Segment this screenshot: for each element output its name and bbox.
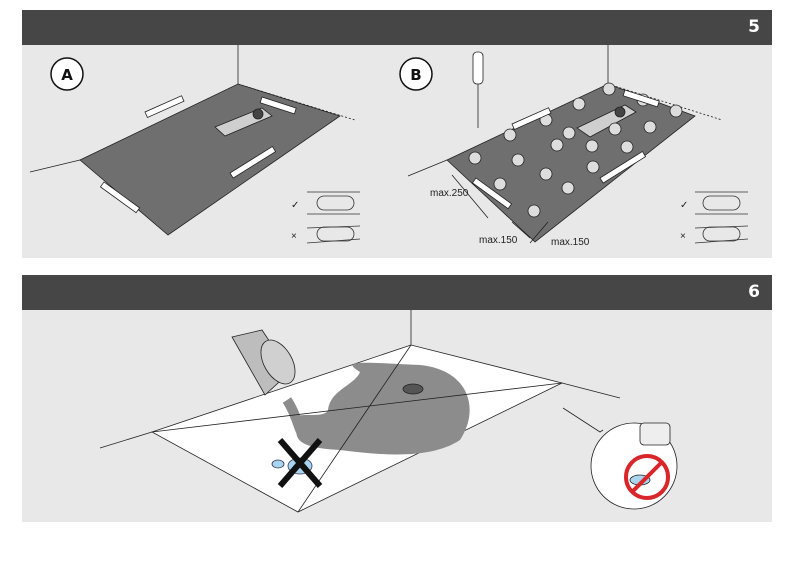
level-wrong-mark: × [291, 231, 297, 242]
badge-a: A [50, 57, 84, 91]
dimension-max-250: max.250 [430, 188, 469, 199]
level-wrong-mark-b: × [680, 231, 686, 242]
dimension-max-150-right: max.150 [551, 237, 590, 248]
bucket-icon [231, 329, 296, 396]
step-5-header: 5 [22, 10, 772, 45]
step-5-number: 5 [748, 17, 760, 37]
level-ok-mark: ✓ [291, 200, 299, 211]
level-ok-mark-b: ✓ [680, 200, 688, 211]
badge-a-label: A [61, 66, 73, 84]
dimension-max-150-left: max.150 [479, 235, 518, 246]
no-leak-callout [562, 407, 678, 510]
step-6-number: 6 [748, 282, 760, 302]
badge-b-label: B [410, 66, 421, 84]
level-legend-a [306, 191, 361, 244]
badge-b: B [399, 57, 433, 91]
prohibited-icon [624, 454, 670, 500]
level-legend-b [694, 191, 749, 244]
water-test-illustration [99, 310, 678, 513]
panel-b-illustration [407, 45, 723, 244]
cross-mark-icon [277, 438, 323, 488]
panel-a-illustration [29, 45, 356, 236]
step-6-header: 6 [22, 275, 772, 310]
